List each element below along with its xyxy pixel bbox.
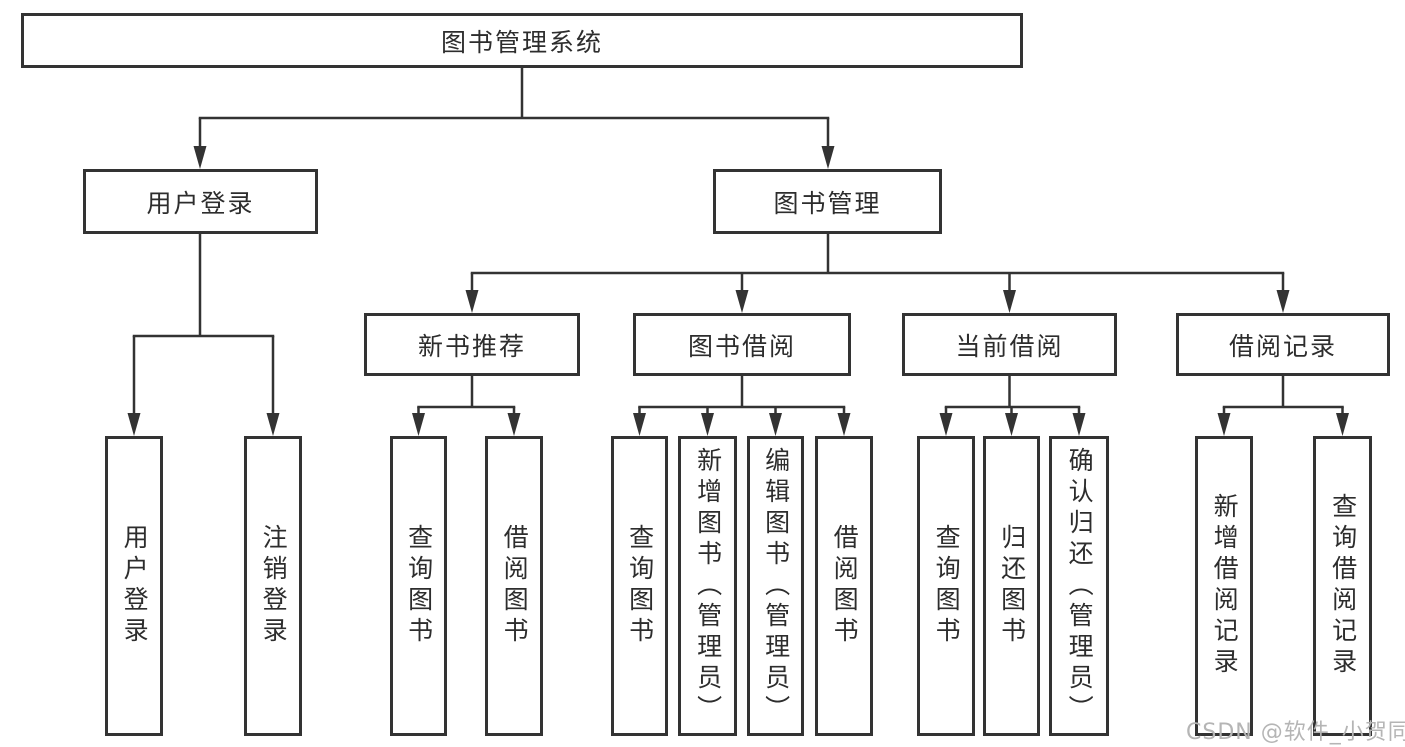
node-label: 查询图书 [625, 524, 655, 648]
node-label: 新增借阅记录 [1210, 493, 1240, 679]
node-label: 借阅图书 [500, 524, 530, 648]
node-label: 归还图书 [997, 524, 1027, 648]
leaf-add-books-admin: 新增图书（管理员） [678, 436, 737, 736]
leaf-confirm-return-admin: 确认归还（管理员） [1049, 436, 1109, 736]
node-book-management: 图书管理 [713, 169, 942, 234]
node-current-borrow: 当前借阅 [902, 313, 1117, 376]
leaf-borrow-books-2: 借阅图书 [815, 436, 873, 736]
leaf-borrow-books-1: 借阅图书 [485, 436, 543, 736]
node-label: 确认归还（管理员） [1065, 446, 1095, 726]
leaf-query-books-2: 查询图书 [611, 436, 668, 736]
leaf-add-borrow-record: 新增借阅记录 [1195, 436, 1253, 736]
node-label: 图书借阅 [687, 331, 796, 361]
node-label: 新增图书（管理员） [693, 446, 723, 726]
node-label: 当前借阅 [955, 331, 1064, 361]
node-root: 图书管理系统 [21, 13, 1023, 68]
csdn-watermark: CSDN @软件_小贺同学 [1186, 720, 1405, 745]
node-borrow-record: 借阅记录 [1176, 313, 1390, 376]
node-label: 查询图书 [404, 524, 434, 648]
leaf-query-books-3: 查询图书 [917, 436, 975, 736]
node-label: 借阅图书 [830, 524, 860, 648]
node-label: 注销登录 [259, 524, 289, 648]
leaf-logout: 注销登录 [244, 436, 302, 736]
leaf-edit-books-admin: 编辑图书（管理员） [747, 436, 804, 736]
leaf-query-books-1: 查询图书 [390, 436, 447, 736]
leaf-query-borrow-record: 查询借阅记录 [1313, 436, 1372, 736]
node-label: 查询借阅记录 [1328, 493, 1358, 679]
node-label: 编辑图书（管理员） [761, 446, 791, 726]
node-label: 查询图书 [932, 524, 962, 648]
leaf-user-login: 用户登录 [105, 436, 163, 736]
node-label: 借阅记录 [1228, 331, 1337, 361]
node-label: 用户登录 [120, 524, 150, 648]
node-label: 新书推荐 [417, 331, 526, 361]
node-new-book-recommend: 新书推荐 [364, 313, 580, 376]
node-label: 图书管理系统 [440, 27, 603, 57]
node-label: 图书管理 [773, 188, 882, 218]
node-book-borrow: 图书借阅 [633, 313, 851, 376]
node-user-login: 用户登录 [83, 169, 318, 234]
leaf-return-books: 归还图书 [983, 436, 1040, 736]
node-label: 用户登录 [146, 188, 255, 218]
